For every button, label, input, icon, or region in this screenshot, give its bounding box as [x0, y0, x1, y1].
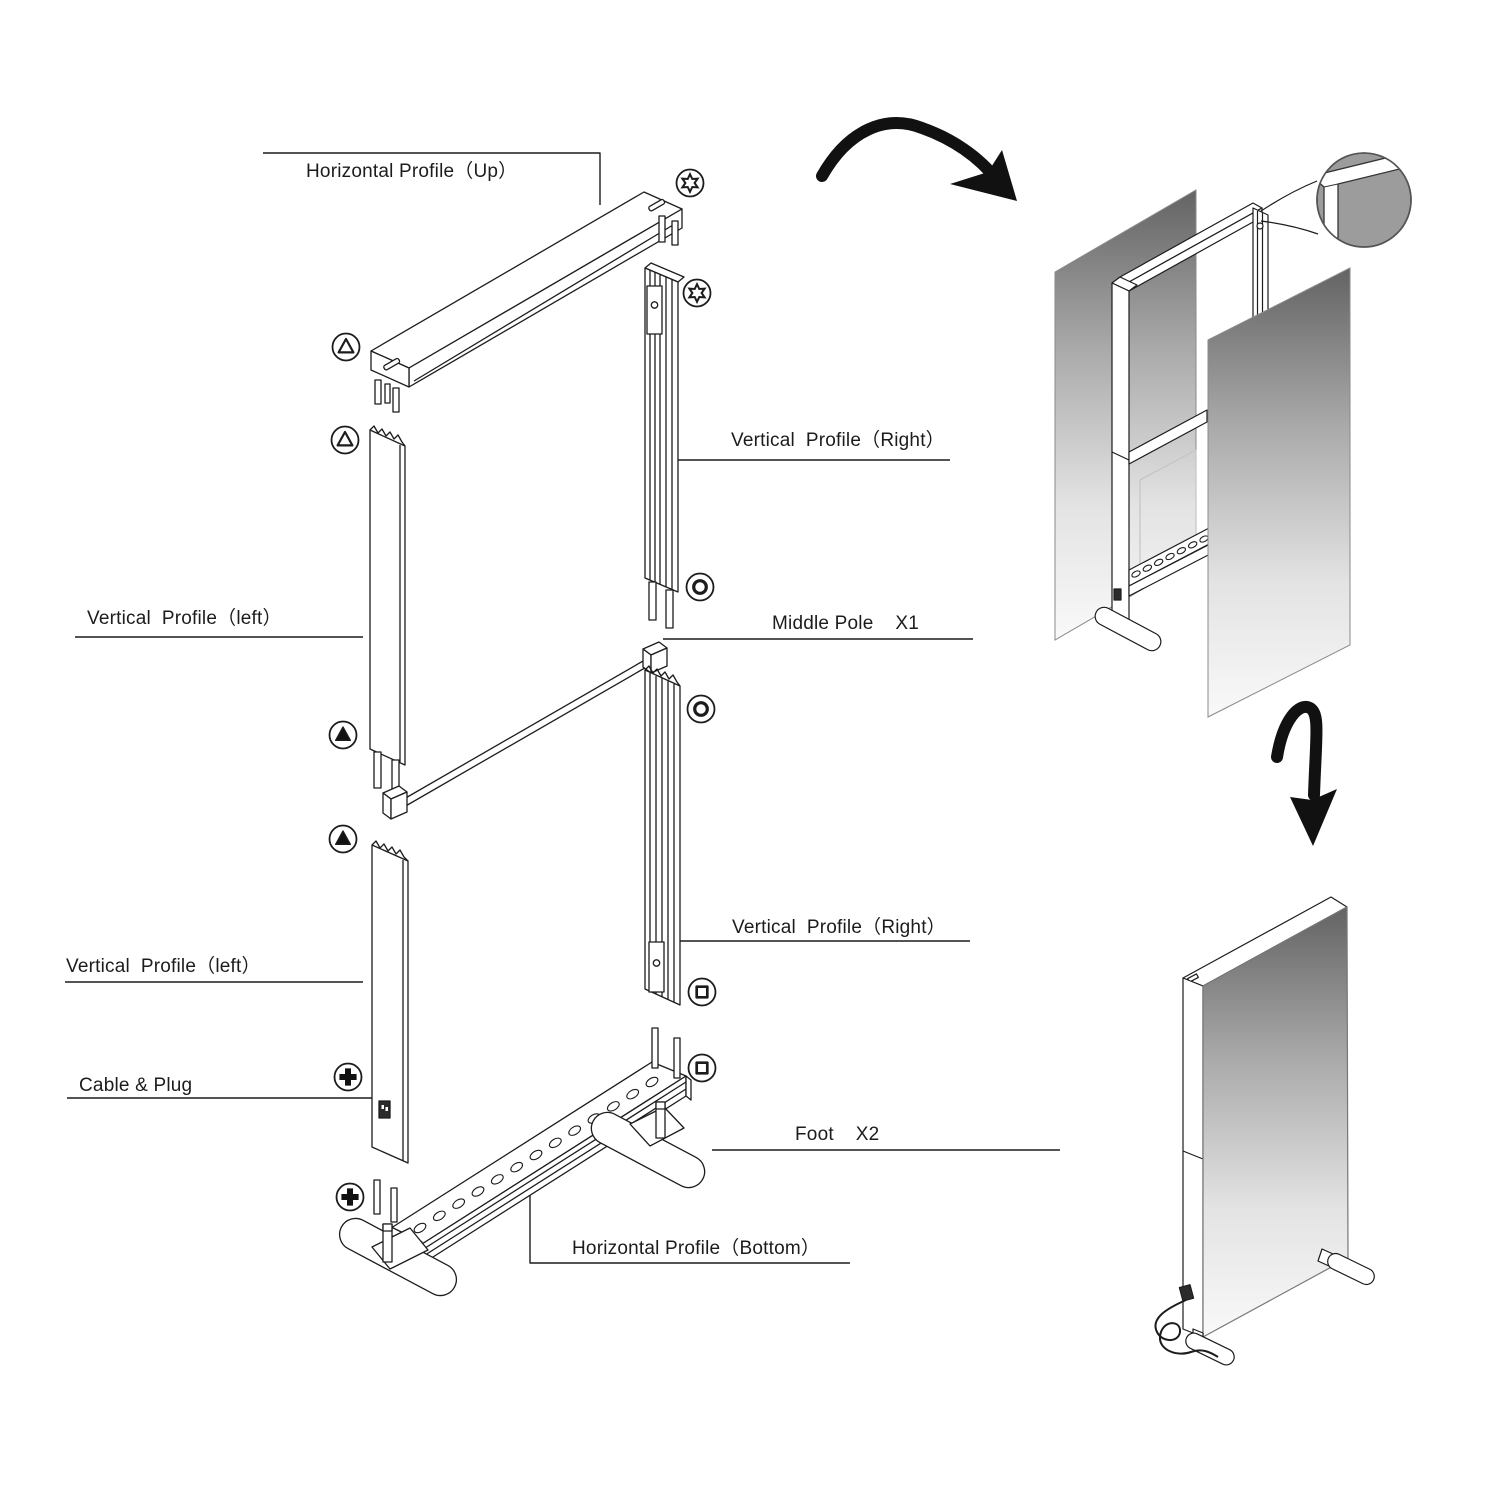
label-vertical-profile-right-upper: Vertical Profile（Right）	[731, 430, 945, 451]
marker-cross-filled	[333, 1062, 363, 1092]
label-middle-pole: Middle Pole X1	[772, 613, 920, 634]
graphic-panel-front	[1207, 267, 1351, 718]
marker-cross-filled	[335, 1182, 365, 1212]
profile-hole	[1131, 570, 1141, 578]
vertical-profile-left-lower-part	[371, 840, 409, 1164]
label-cable-plug: Cable & Plug	[79, 1075, 193, 1096]
profile-hole	[1142, 564, 1153, 572]
horizontal-profile-up-part	[370, 191, 683, 413]
assembled-frame	[1094, 202, 1269, 652]
step-arrow-middle	[1271, 700, 1337, 846]
six-point-star-icon	[687, 281, 707, 305]
label-vertical-profile-left-upper: Vertical Profile（left）	[87, 608, 282, 629]
marker-six-point-star	[675, 168, 705, 198]
profile-hole	[568, 1125, 582, 1136]
label-vertical-profile-left-lower: Vertical Profile（left）	[66, 956, 261, 977]
six-point-star-icon	[680, 171, 700, 195]
marker-six-point-star	[682, 278, 712, 308]
exploded-view	[65, 152, 1060, 1297]
square-outline-icon	[695, 985, 709, 999]
profile-hole	[1153, 558, 1164, 567]
marker-square-outline	[687, 977, 717, 1007]
profile-hole	[1165, 552, 1175, 561]
square-outline-icon	[695, 1061, 709, 1075]
vertical-profile-right-lower-part	[644, 665, 681, 1006]
step-arrow-top	[816, 117, 1017, 201]
profile-hole	[626, 1088, 640, 1100]
label-foot: Foot X2	[795, 1124, 880, 1145]
ring-icon	[692, 579, 708, 595]
power-cable	[1154, 1284, 1219, 1358]
profile-hole	[1187, 541, 1198, 549]
profile-hole	[510, 1161, 524, 1173]
foot-left-part	[338, 1217, 458, 1297]
profile-hole	[529, 1149, 543, 1161]
marker-ring	[686, 694, 716, 724]
profile-hole	[1176, 546, 1187, 555]
profile-hole	[413, 1222, 427, 1234]
label-vertical-profile-right-lower: Vertical Profile（Right）	[732, 917, 946, 938]
marker-triangle-filled	[328, 720, 358, 750]
connection-markers	[328, 168, 717, 1212]
marker-ring	[685, 572, 715, 602]
vertical-profile-right-upper-part	[644, 262, 685, 629]
profile-hole	[432, 1210, 446, 1222]
vertical-profile-left-upper-part	[369, 425, 406, 797]
marker-triangle-filled	[328, 824, 358, 854]
marker-triangle-outline	[330, 425, 360, 455]
triangle-outline-icon	[337, 337, 355, 354]
detail-magnifier	[1260, 152, 1412, 248]
profile-hole	[645, 1076, 659, 1088]
profile-hole	[452, 1198, 466, 1209]
triangle-filled-icon	[334, 726, 352, 742]
frame-with-graphics-figure	[1054, 152, 1412, 718]
leader-horizontal-profile-up	[263, 152, 601, 205]
middle-pole-part	[382, 641, 668, 820]
cross-filled-icon	[339, 1068, 357, 1086]
profile-hole	[471, 1186, 485, 1197]
triangle-filled-icon	[334, 830, 352, 846]
ring-icon	[693, 701, 709, 717]
label-horizontal-profile-bottom: Horizontal Profile（Bottom）	[572, 1238, 821, 1259]
profile-hole	[606, 1101, 620, 1112]
profile-hole	[490, 1174, 504, 1185]
profile-channel-detail	[1317, 153, 1411, 247]
marker-triangle-outline	[331, 332, 361, 362]
foot-right-part	[590, 1101, 706, 1189]
label-horizontal-profile-up: Horizontal Profile（Up）	[306, 161, 518, 182]
marker-square-outline	[687, 1053, 717, 1083]
profile-hole	[548, 1137, 562, 1149]
leader-lines	[65, 152, 1060, 1264]
cross-filled-icon	[341, 1188, 359, 1206]
triangle-outline-icon	[336, 430, 354, 447]
finished-display-figure	[1154, 896, 1375, 1366]
